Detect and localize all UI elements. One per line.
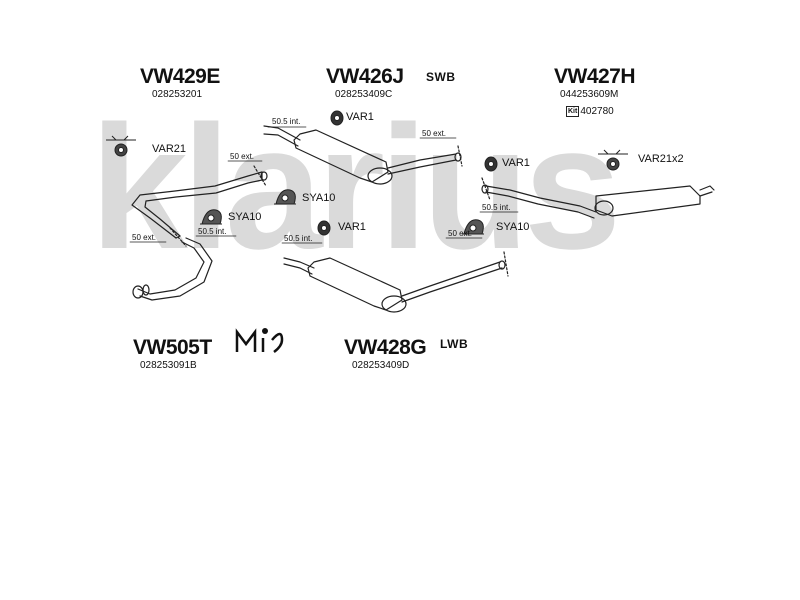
dimension-note: 50.5 int. <box>482 203 511 212</box>
fitting-label-var1-mid: VAR1 <box>338 221 366 233</box>
rubber-mount-icon-var1-mid <box>317 220 331 236</box>
rubber-mount-icon-var1-right <box>484 156 498 172</box>
dimension-note: 50.5 int. <box>272 117 301 126</box>
dimension-note: 50.5 int. <box>198 227 227 236</box>
variant-tag-swb: SWB <box>426 70 456 84</box>
fitting-label-var1-right: VAR1 <box>502 157 530 169</box>
part-code-vw429e: VW429E <box>140 65 220 88</box>
clamp-icon-sya10-b <box>200 209 222 225</box>
fitting-label-sya10-b: SYA10 <box>228 211 262 223</box>
silencer-vw427h <box>481 177 715 219</box>
fitting-label-var1-top: VAR1 <box>346 111 374 123</box>
part-code-vw428g: VW428G <box>344 336 427 359</box>
part-number-vw426j: 028253409C <box>335 89 393 100</box>
part-code-vw505t: VW505T <box>133 336 212 359</box>
fitting-label-sya10-c: SYA10 <box>496 221 530 233</box>
part-number-vw428g: 028253409D <box>352 360 410 371</box>
kit-reference: Kit 402780 <box>566 106 614 117</box>
clamp-icon-sya10-a <box>274 189 296 205</box>
hanger-icon-var21 <box>106 135 136 157</box>
part-code-vw426j: VW426J <box>326 65 404 88</box>
part-number-vw505t: 028253091B <box>140 360 197 371</box>
fitting-label-var21: VAR21 <box>152 143 187 155</box>
clamp-icon-sya10-c <box>462 219 484 235</box>
dimension-note: 50 ext. <box>448 229 473 238</box>
mounting-kit-icon <box>235 328 284 353</box>
silencer-vw428g <box>283 251 509 313</box>
downpipe-vw505t <box>132 237 213 301</box>
dimension-note: 50 ext. <box>230 152 255 161</box>
part-number-vw429e: 028253201 <box>152 89 203 100</box>
kit-number: 402780 <box>580 106 614 117</box>
part-number-vw427h: 044253609M <box>560 89 619 100</box>
fitting-label-var21x2: VAR21x2 <box>638 153 684 165</box>
dimension-note: 50 ext. <box>422 129 447 138</box>
fitting-label-sya10-a: SYA10 <box>302 192 336 204</box>
watermark-text: klarius <box>90 90 615 286</box>
silencer-vw426j <box>263 125 463 185</box>
dimension-note: 50 ext. <box>132 233 157 242</box>
kit-icon: Kit <box>566 106 580 117</box>
dimension-note: 50.5 int. <box>284 234 313 243</box>
hanger-icon-var21x2 <box>598 149 628 171</box>
variant-tag-lwb: LWB <box>440 337 469 351</box>
rubber-mount-icon-var1-top <box>330 110 344 126</box>
part-code-vw427h: VW427H <box>554 65 636 88</box>
